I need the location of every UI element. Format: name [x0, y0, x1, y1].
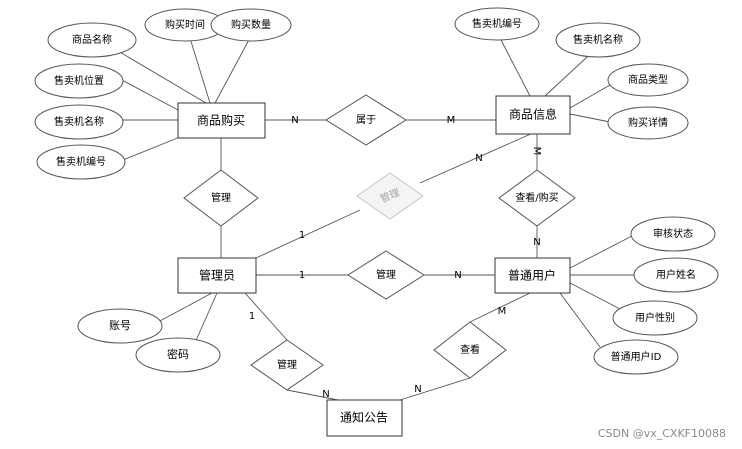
- entity-label-notice: 通知公告: [340, 411, 388, 425]
- attribute-label-admin-password: 密码: [167, 347, 189, 361]
- attribute-purchase-goods-name: [47, 22, 137, 58]
- entity-product: [495, 95, 571, 135]
- attribute-user-name: [633, 257, 719, 293]
- relation-label-view-notice: 查看: [460, 343, 480, 356]
- attribute-label-user-name: 用户姓名: [656, 268, 696, 281]
- connector-manage-notice-notice: [286, 389, 339, 401]
- connector-purchase-quantity: [214, 37, 251, 104]
- relation-manage-product: [356, 172, 424, 220]
- attribute-label-user-id: 普通用户ID: [611, 350, 662, 363]
- connector-purchase-machine-location: [121, 79, 179, 111]
- relation-label-manage-notice: 管理: [277, 358, 297, 371]
- attribute-admin-account: [77, 308, 163, 344]
- attribute-product-machine-name: [555, 22, 641, 58]
- cardinality-view-user: M: [498, 306, 507, 317]
- attribute-admin-password: [135, 337, 221, 373]
- attribute-label-user-audit-status: 审核状态: [653, 227, 693, 240]
- relation-label-belongs: 属于: [356, 114, 376, 126]
- entity-label-product: 商品信息: [509, 107, 557, 122]
- attribute-purchase-quantity: [210, 8, 292, 42]
- cardinality-manage-user-user: N: [454, 270, 461, 281]
- connector-manage-product-product: [419, 132, 534, 184]
- attribute-purchase-machine-location: [34, 63, 124, 99]
- cardinality-viewbuy-user: N: [533, 237, 540, 248]
- relation-label-manage-user: 管理: [376, 268, 396, 281]
- cardinality-admin-manage-user: 1: [299, 270, 305, 281]
- attribute-label-purchase-machine-location: 售卖机位置: [54, 74, 104, 87]
- connector-purchase-machine-id: [122, 136, 181, 161]
- cardinality-manage-notice-notice: N: [322, 389, 329, 400]
- attribute-label-product-machine-id: 售卖机编号: [472, 17, 522, 30]
- cardinality-product-viewbuy: M: [531, 147, 542, 156]
- connector-product-detail: [569, 113, 611, 123]
- connector-product-machine-id: [499, 37, 531, 97]
- cardinality-belongs-product: M: [447, 115, 456, 126]
- connector-admin-password: [193, 292, 218, 346]
- entity-label-admin: 管理员: [199, 268, 235, 283]
- attribute-label-purchase-time: 购买时间: [165, 18, 205, 31]
- cardinality-manage-product-product: N: [475, 153, 482, 164]
- connector-admin-manage-product: [255, 209, 361, 259]
- attribute-product-type: [607, 63, 689, 97]
- cardinality-purchase-belongs: N: [291, 115, 298, 126]
- entity-label-purchase: 商品购买: [197, 113, 245, 128]
- relation-view-notice: [433, 321, 507, 379]
- relation-belongs: [325, 94, 407, 146]
- connector-purchase-time: [189, 37, 211, 104]
- attribute-purchase-machine-id: [36, 144, 126, 180]
- relation-label-view-buy: 查看/购买: [515, 191, 558, 204]
- entity-admin: [177, 257, 257, 294]
- attribute-label-product-detail: 购买详情: [628, 116, 668, 129]
- connector-user-id: [559, 292, 601, 348]
- entity-purchase: [177, 102, 266, 139]
- attribute-user-id: [593, 339, 679, 375]
- attribute-label-product-type: 商品类型: [628, 73, 668, 86]
- attribute-label-purchase-machine-id: 售卖机编号: [56, 155, 106, 168]
- relation-view-buy: [498, 169, 576, 227]
- connector-user-gender: [569, 282, 623, 311]
- attribute-label-admin-account: 账号: [109, 319, 131, 332]
- relation-manage-purchase: [183, 169, 259, 227]
- entity-user: [494, 257, 571, 294]
- entity-notice: [326, 399, 403, 437]
- watermark-text: CSDN @vx_CXKF10088: [598, 427, 726, 440]
- attribute-label-product-machine-name: 售卖机名称: [573, 33, 623, 46]
- attribute-label-purchase-goods-name: 商品名称: [72, 33, 112, 46]
- cardinality-admin-manage-notice: 1: [249, 311, 255, 322]
- connector-notice-view: [399, 377, 471, 401]
- connector-admin-manage-notice: [244, 292, 288, 341]
- connector-user-audit-status: [569, 235, 633, 269]
- attribute-product-machine-id: [454, 7, 540, 41]
- attribute-user-gender: [612, 300, 698, 336]
- relation-manage-user: [347, 250, 425, 300]
- connector-view-user: [469, 292, 531, 323]
- attribute-product-detail: [607, 106, 689, 140]
- relation-label-manage-purchase: 管理: [211, 191, 231, 204]
- attribute-label-user-gender: 用户性别: [635, 311, 675, 324]
- connector-product-type: [569, 84, 611, 109]
- attribute-label-purchase-quantity: 购买数量: [231, 18, 271, 31]
- entity-label-user: 普通用户: [508, 268, 556, 283]
- attribute-label-purchase-machine-name: 售卖机名称: [54, 115, 104, 128]
- connector-admin-account: [157, 292, 213, 323]
- cardinality-notice-view: N: [414, 384, 421, 395]
- attribute-user-audit-status: [630, 216, 716, 252]
- cardinality-admin-manage-product: 1: [299, 230, 305, 241]
- relation-manage-notice: [250, 339, 324, 391]
- attribute-purchase-machine-name: [34, 104, 124, 140]
